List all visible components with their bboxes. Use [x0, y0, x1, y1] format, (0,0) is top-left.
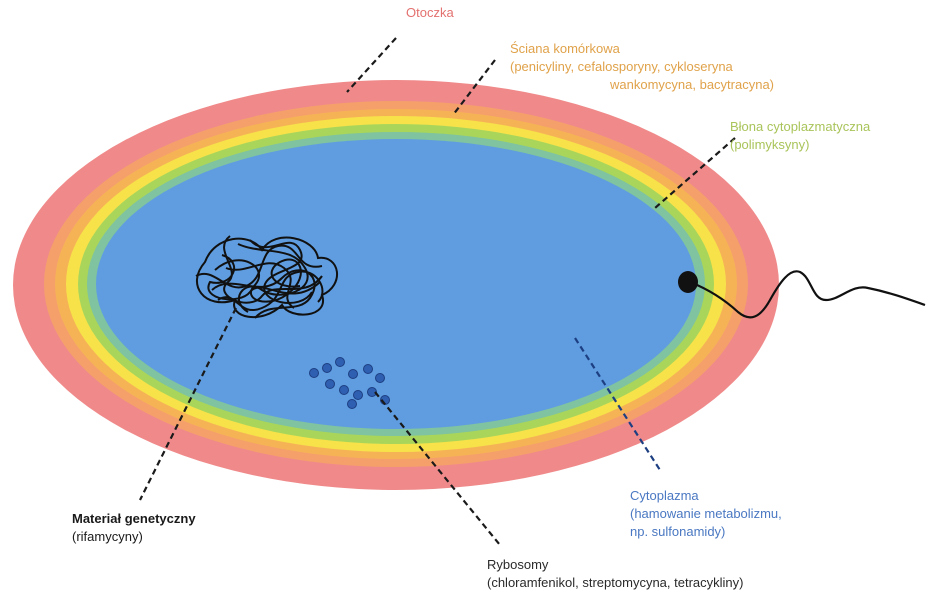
ribosomes-label: Rybosomy (chloramfenikol, streptomycyna,… — [487, 556, 743, 592]
ribosome — [347, 399, 357, 409]
ribosome — [309, 368, 319, 378]
genetic-material-label: Materiał genetyczny (rifamycyny) — [72, 510, 196, 546]
ribosome — [322, 363, 332, 373]
capsule-label: Otoczka — [406, 5, 454, 20]
cytoplasm-name: Cytoplazma — [630, 488, 699, 503]
flagellum-basal-body — [678, 271, 698, 293]
leader-line-genetic — [139, 307, 237, 501]
leader-line-ribosomes — [374, 391, 501, 546]
cell-wall-name: Ściana komórkowa — [510, 41, 620, 56]
membrane-label: Błona cytoplazmatyczna (polimyksyny) — [730, 118, 870, 154]
membrane-name: Błona cytoplazmatyczna — [730, 119, 871, 134]
cytoplasm-antibiotics-line2: np. sulfonamidy) — [630, 524, 726, 539]
ribosome — [367, 387, 377, 397]
cell-wall-antibiotics-line1: (penicyliny, cefalosporyny, cykloseryna — [510, 59, 733, 74]
ribosomes — [309, 357, 390, 409]
membrane-antibiotics: (polimyksyny) — [730, 137, 810, 152]
ribosome — [375, 373, 385, 383]
cytoplasm-label: Cytoplazma (hamowanie metabolizmu, np. s… — [630, 487, 782, 541]
ribosomes-antibiotics: (chloramfenikol, streptomycyna, tetracyk… — [487, 575, 744, 590]
ribosome — [325, 379, 335, 389]
genetic-material-name: Materiał genetyczny — [72, 511, 196, 526]
genetic-material — [195, 235, 339, 319]
cell-wall-antibiotics-line2: wankomycyna, bacytracyna) — [610, 77, 775, 92]
leader-line-cell-wall — [452, 59, 496, 116]
ribosome — [335, 357, 345, 367]
ribosomes-name: Rybosomy — [487, 557, 549, 572]
cell-wall-label: Ściana komórkowa (penicyliny, cefalospor… — [510, 40, 774, 94]
flagellum — [689, 270, 926, 319]
cytoplasm-antibiotics-line1: (hamowanie metabolizmu, — [630, 506, 782, 521]
genetic-material-antibiotics: (rifamycyny) — [72, 529, 143, 544]
ribosome — [348, 369, 358, 379]
ribosome — [353, 390, 363, 400]
cytoplasm — [96, 139, 696, 429]
leader-line-membrane — [654, 137, 736, 209]
leader-line-cytoplasm — [574, 337, 661, 471]
leader-line-capsule — [346, 37, 397, 93]
ribosome — [339, 385, 349, 395]
ribosome — [363, 364, 373, 374]
